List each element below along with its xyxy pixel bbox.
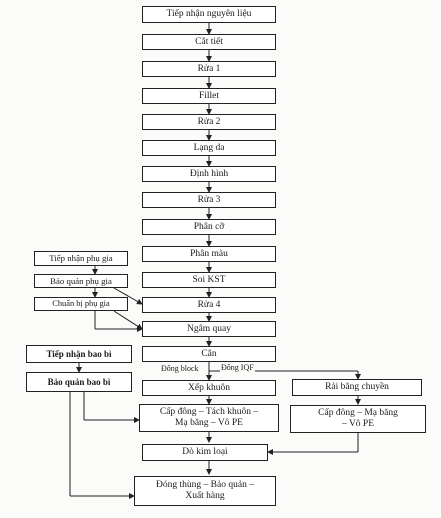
step-block-freezing: Cấp đông – Tách khuôn – Mạ băng – Vô PE <box>139 404 279 432</box>
label-block-freezing: Đông block <box>160 364 200 373</box>
step-parasite-check: Soi KST <box>142 272 276 288</box>
step-store-packaging: Bảo quản bao bì <box>26 372 132 392</box>
step-wash-1: Rửa 1 <box>142 61 276 77</box>
step-bleeding: Cắt tiết <box>142 34 276 50</box>
step-store-additives: Bảo quản phụ gia <box>34 274 128 288</box>
step-conveyor-spreading: Rải băng chuyền <box>292 379 422 396</box>
step-wash-3: Rửa 3 <box>142 192 276 208</box>
step-skinning: Lạng da <box>142 140 276 156</box>
arrow <box>113 310 143 330</box>
step-trimming: Định hình <box>142 166 276 182</box>
step-prepare-additives: Chuẩn bị phụ gia <box>34 297 128 311</box>
step-fillet: Fillet <box>142 88 276 104</box>
label-iqf-freezing: Đông IQF <box>220 363 255 372</box>
step-tray-loading: Xếp khuôn <box>142 380 276 396</box>
step-wash-2: Rửa 2 <box>142 114 276 130</box>
step-packing-storage-shipping: Đóng thùng – Bảo quản – Xuất hàng <box>134 476 276 506</box>
step-metal-detection: Dò kim loại <box>142 444 268 461</box>
step-sizing: Phân cỡ <box>142 219 276 235</box>
step-color-grading: Phân màu <box>142 246 276 262</box>
step-tumbling: Ngâm quay <box>142 321 276 337</box>
step-receive-packaging: Tiếp nhận bao bì <box>26 345 132 363</box>
step-receive-material: Tiếp nhận nguyên liệu <box>142 6 276 23</box>
step-receive-additives: Tiếp nhận phụ gia <box>34 251 128 266</box>
step-wash-4: Rửa 4 <box>142 297 276 313</box>
step-weighing: Cân <box>142 346 276 362</box>
step-iqf-freezing: Cấp đông – Mạ băng – Vô PE <box>290 405 426 433</box>
